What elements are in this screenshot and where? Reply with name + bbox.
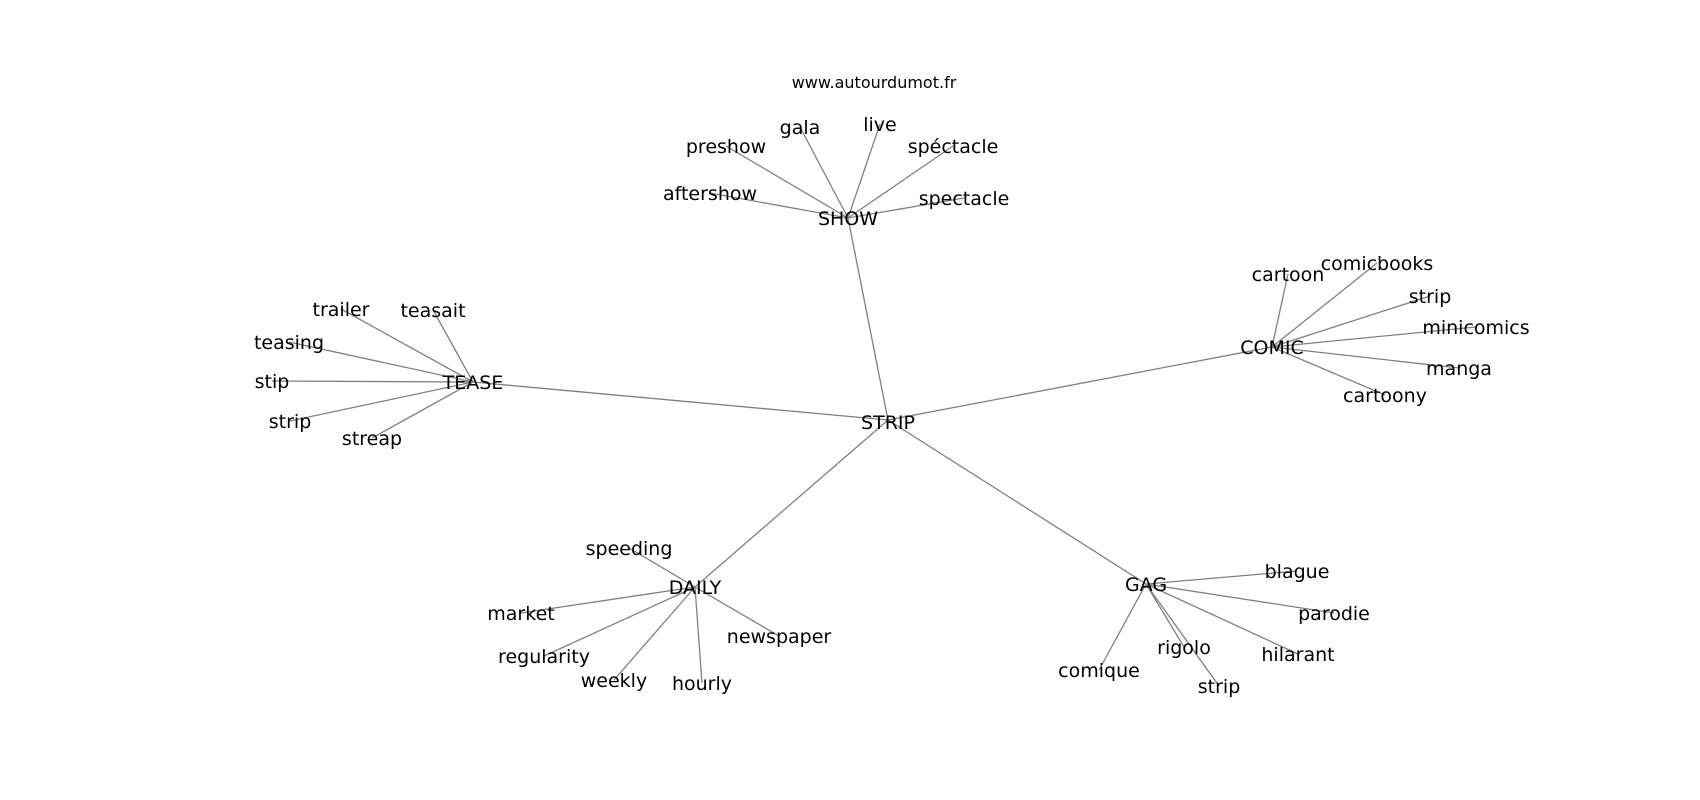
leaf-label: comique	[1058, 660, 1140, 682]
leaf-label: parodie	[1298, 603, 1370, 625]
labels: www.autourdumot.fr STRIP aftershow presho…	[254, 73, 1530, 698]
hub-node-label-gag: GAG	[1125, 574, 1167, 596]
leaf-label: rigolo	[1157, 637, 1211, 659]
edge-comic-leaf	[1271, 262, 1378, 348]
hub-node-label-daily: DAILY	[669, 577, 722, 599]
edge-show-leaf	[799, 126, 849, 219]
leaf-label: speeding	[586, 538, 673, 560]
edge-tease-leaf	[289, 381, 474, 422]
leaf-label: streap	[342, 428, 402, 450]
hub-node-label-show: SHOW	[818, 208, 878, 230]
edge-daily-leaf	[628, 547, 696, 588]
edge-show-leaf	[847, 145, 954, 219]
edge-daily-leaf	[543, 586, 696, 657]
leaf-label: live	[863, 114, 897, 136]
edge-daily-leaf	[694, 586, 780, 637]
leaf-label: strip	[1198, 676, 1241, 698]
leaf-label: strip	[269, 411, 312, 433]
leaf-label: teasing	[254, 332, 324, 354]
edge-strip-daily	[694, 419, 889, 588]
edge-comic-leaf	[1271, 273, 1289, 348]
leaf-label: comicbooks	[1321, 253, 1434, 275]
edge-daily-leaf	[694, 586, 703, 684]
edge-strip-tease	[472, 381, 889, 421]
edges	[271, 123, 1477, 687]
leaf-label: gala	[780, 117, 821, 139]
center-node-label: STRIP	[861, 412, 915, 434]
edge-tease-leaf	[371, 381, 474, 439]
edge-tease-leaf	[271, 380, 474, 383]
leaf-label: weekly	[581, 670, 647, 692]
leaf-label: minicomics	[1422, 317, 1529, 339]
leaf-label: hilarant	[1261, 644, 1334, 666]
edge-comic-leaf	[1271, 326, 1477, 348]
leaf-label: aftershow	[663, 183, 757, 205]
edge-gag-leaf	[1098, 583, 1147, 671]
edge-show-leaf	[847, 123, 881, 219]
leaf-label: hourly	[672, 673, 732, 695]
edge-tease-leaf	[288, 341, 474, 383]
leaf-label: teasait	[400, 300, 465, 322]
leaf-label: newspaper	[727, 626, 832, 648]
site-label: www.autourdumot.fr	[792, 73, 957, 92]
edge-gag-leaf	[1145, 583, 1220, 687]
leaf-label: preshow	[686, 136, 766, 158]
leaf-label: cartoony	[1343, 385, 1427, 407]
leaf-label: spéctacle	[908, 136, 999, 158]
leaf-label: manga	[1426, 358, 1492, 380]
edge-gag-leaf	[1145, 583, 1299, 655]
edge-daily-leaf	[613, 586, 696, 681]
edge-gag-leaf	[1145, 583, 1335, 614]
edge-strip-comic	[887, 346, 1273, 421]
edge-comic-leaf	[1271, 346, 1460, 369]
edge-gag-leaf	[1145, 583, 1185, 648]
edge-show-leaf	[725, 145, 849, 219]
leaf-label: cartoon	[1252, 264, 1325, 286]
edge-comic-leaf	[1271, 295, 1431, 348]
edge-show-leaf	[709, 192, 849, 219]
edge-tease-leaf	[340, 308, 474, 383]
edge-tease-leaf	[432, 309, 474, 383]
leaf-label: market	[487, 603, 554, 625]
edge-strip-show	[847, 217, 889, 421]
leaf-label: regularity	[498, 646, 590, 668]
hub-node-label-tease: TEASE	[442, 372, 504, 394]
leaf-label: spectacle	[919, 188, 1010, 210]
leaf-label: stip	[255, 371, 290, 393]
edge-show-leaf	[847, 197, 965, 219]
edge-gag-leaf	[1145, 570, 1298, 585]
edge-comic-leaf	[1271, 346, 1386, 396]
edge-daily-leaf	[520, 586, 696, 614]
hub-node-label-comic: COMIC	[1240, 337, 1304, 359]
leaf-label: trailer	[313, 299, 370, 321]
edge-strip-gag	[887, 419, 1147, 585]
leaf-label: blague	[1265, 561, 1330, 583]
leaf-label: strip	[1409, 286, 1452, 308]
